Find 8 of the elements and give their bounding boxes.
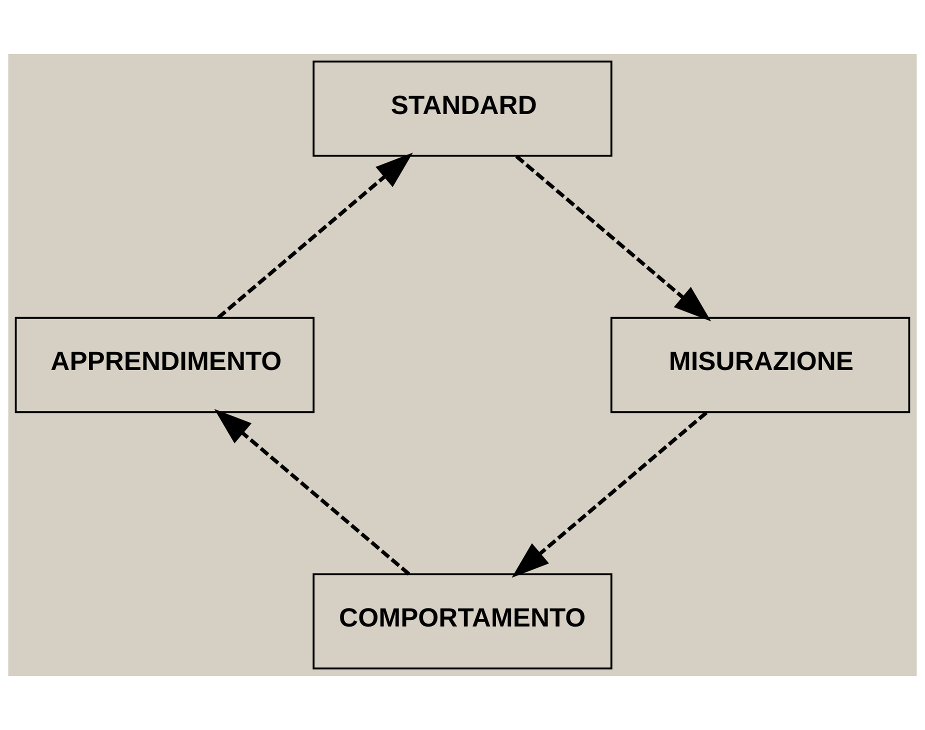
arrow [515,154,712,322]
node-box: COMPORTAMENTO [312,573,612,670]
arrow [217,152,413,320]
node-box: MISURAZIONE [610,316,910,414]
arrow [512,411,708,578]
node-box: APPRENDIMENTO [14,316,315,414]
node-box: STANDARD [312,60,612,157]
arrow [214,408,410,576]
